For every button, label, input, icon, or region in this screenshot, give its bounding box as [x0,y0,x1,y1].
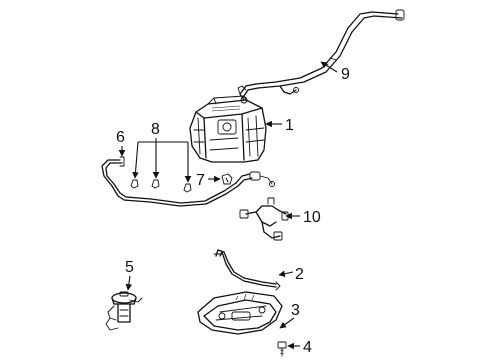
fuel-pump-drawing [105,291,143,331]
callout-8: 8 [132,121,192,183]
callout-2: 2 [278,266,304,283]
callout-label-1: 1 [285,117,294,134]
callout-7: 7 [196,172,221,189]
tank-strap-drawing [213,249,281,291]
callout-6: 6 [116,129,126,157]
callout-label-8: 8 [151,121,160,138]
callout-label-2: 2 [295,266,304,283]
callout-label-5: 5 [125,259,134,276]
vent-line-drawing [101,156,275,207]
retainer-clip-drawing [221,173,233,185]
bolt-drawing [277,341,287,357]
fuel-tank-drawing [189,85,267,163]
callout-label-6: 6 [116,129,125,146]
callout-4: 4 [287,339,312,356]
callout-label-10: 10 [303,209,321,226]
callout-3: 3 [279,302,300,329]
callout-1: 1 [265,117,294,134]
callout-label-3: 3 [291,302,300,319]
line-clips-drawing [130,179,192,193]
callout-10: 10 [285,209,321,226]
callout-label-4: 4 [303,339,312,356]
callout-label-9: 9 [341,66,350,83]
wiring-harness-drawing [239,197,289,241]
callout-9: 9 [320,61,350,83]
callout-label-7: 7 [196,172,205,189]
callout-5: 5 [125,259,134,291]
filler-pipe-drawing [239,9,405,104]
skid-plate-drawing [197,291,283,335]
